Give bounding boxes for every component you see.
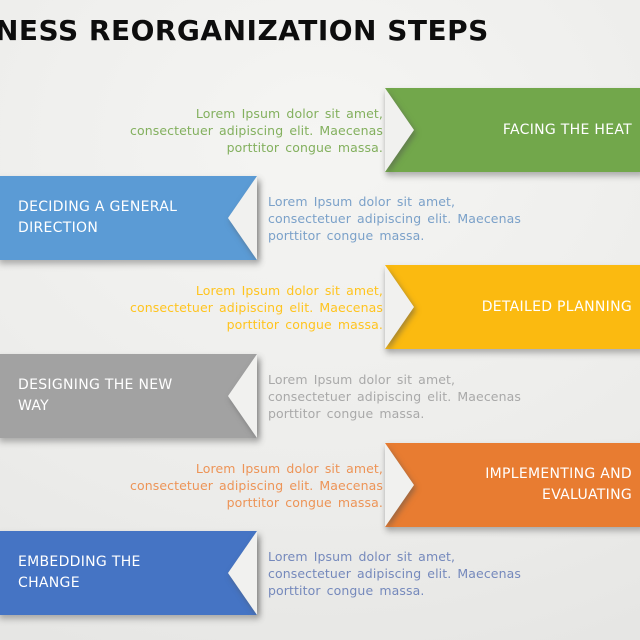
notch-triangle-icon (228, 354, 257, 438)
step-1-banner: FACING THE HEAT (385, 88, 640, 172)
description-line: consectetuer adipiscing elit. Maecenas (268, 389, 521, 404)
step-1-description: Lorem Ipsum dolor sit amet, consectetuer… (73, 105, 383, 156)
description-line: Lorem Ipsum dolor sit amet, (195, 106, 383, 121)
step-4-banner: DESIGNING THE NEW WAY (0, 354, 257, 438)
description-line: consectetuer adipiscing elit. Maecenas (268, 566, 521, 581)
step-5-description: Lorem Ipsum dolor sit amet, consectetuer… (73, 460, 383, 511)
description-line: Lorem Ipsum dolor sit amet, (195, 461, 383, 476)
step-5-banner: IMPLEMENTING AND EVALUATING (385, 443, 640, 527)
step-4-label: DESIGNING THE NEW WAY (18, 377, 173, 414)
step-2-banner: DECIDING A GENERAL DIRECTION (0, 176, 257, 260)
description-line: porttitor congue massa. (268, 228, 425, 243)
notch-triangle-icon (385, 265, 414, 349)
description-line: Lorem Ipsum dolor sit amet, (268, 372, 456, 387)
step-1-label: FACING THE HEAT (502, 121, 632, 138)
step-3-label: DETAILED PLANNING (481, 298, 632, 315)
notch-triangle-icon (228, 176, 257, 260)
step-5-label: IMPLEMENTING AND EVALUATING (485, 466, 632, 503)
description-line: Lorem Ipsum dolor sit amet, (268, 549, 456, 564)
description-line: consectetuer adipiscing elit. Maecenas (130, 478, 383, 493)
description-line: consectetuer adipiscing elit. Maecenas (130, 300, 383, 315)
step-2-description: Lorem Ipsum dolor sit amet, consectetuer… (268, 193, 578, 244)
step-6-label: EMBEDDING THE CHANGE (18, 554, 141, 591)
step-3-banner: DETAILED PLANNING (385, 265, 640, 349)
step-2-label: DECIDING A GENERAL DIRECTION (18, 199, 178, 236)
step-6-banner: EMBEDDING THE CHANGE (0, 531, 257, 615)
description-line: porttitor congue massa. (226, 140, 383, 155)
notch-triangle-icon (385, 88, 414, 172)
description-line: porttitor congue massa. (268, 583, 425, 598)
description-line: porttitor congue massa. (226, 317, 383, 332)
step-6-description: Lorem Ipsum dolor sit amet, consectetuer… (268, 548, 578, 599)
description-line: consectetuer adipiscing elit. Maecenas (268, 211, 521, 226)
notch-triangle-icon (385, 443, 414, 527)
step-4-description: Lorem Ipsum dolor sit amet, consectetuer… (268, 371, 578, 422)
slide-title: NESS REORGANIZATION STEPS (0, 14, 489, 47)
description-line: porttitor congue massa. (268, 406, 425, 421)
description-line: porttitor congue massa. (226, 495, 383, 510)
description-line: Lorem Ipsum dolor sit amet, (195, 283, 383, 298)
notch-triangle-icon (228, 531, 257, 615)
description-line: Lorem Ipsum dolor sit amet, (268, 194, 456, 209)
description-line: consectetuer adipiscing elit. Maecenas (130, 123, 383, 138)
step-3-description: Lorem Ipsum dolor sit amet, consectetuer… (73, 282, 383, 333)
